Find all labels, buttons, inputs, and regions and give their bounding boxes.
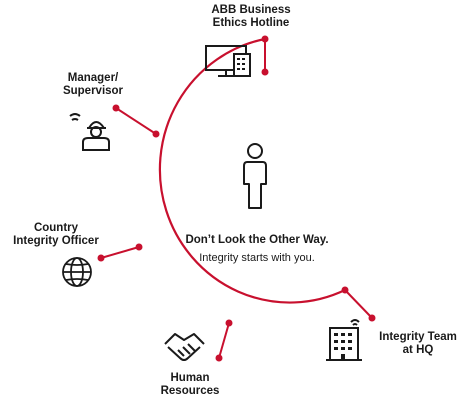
label-hr: Human Resources [150, 372, 230, 398]
node-dot-country-inner [135, 243, 143, 251]
node-dot-manager-inner [152, 130, 160, 138]
spoke-manager [115, 107, 157, 135]
label-hotline-line1: ABB Business [211, 4, 291, 16]
spoke-hq [344, 289, 373, 319]
manager-icon [69, 113, 110, 151]
label-hotline: ABB Business Ethics Hotline [206, 4, 296, 30]
center-title: Don’t Look the Other Way. [185, 234, 329, 246]
node-dot-hq-outer [368, 314, 376, 322]
person-icon [243, 143, 267, 209]
computer-icon [205, 45, 251, 77]
label-manager: Manager/ Supervisor [48, 72, 138, 98]
label-hq: Integrity Team at HQ [366, 331, 470, 357]
label-manager-line1: Manager/ [67, 72, 119, 84]
globe-icon [62, 257, 92, 287]
center-subtitle: Integrity starts with you. [199, 252, 315, 264]
handshake-icon [164, 333, 205, 361]
node-dot-hr-outer [215, 354, 223, 362]
building-icon [326, 319, 362, 361]
node-dot-country-outer [97, 254, 105, 262]
label-country-line2: Integrity Officer [13, 235, 99, 247]
node-dot-hotline-inner [261, 35, 269, 43]
node-dot-manager-outer [112, 104, 120, 112]
spoke-country [100, 246, 140, 259]
spoke-hr [218, 322, 230, 359]
label-country-line1: Country [33, 222, 79, 234]
label-hr-line1: Human [170, 372, 210, 384]
label-hq-line1: Integrity Team [379, 331, 457, 343]
label-hr-line2: Resources [160, 385, 220, 397]
node-dot-hotline-outer [261, 68, 269, 76]
label-hq-line2: at HQ [402, 344, 434, 356]
label-hotline-line2: Ethics Hotline [212, 17, 290, 29]
node-dot-hr-inner [225, 319, 233, 327]
node-dot-hq-inner [341, 286, 349, 294]
label-country: Country Integrity Officer [0, 222, 112, 248]
label-manager-line2: Supervisor [62, 85, 124, 97]
